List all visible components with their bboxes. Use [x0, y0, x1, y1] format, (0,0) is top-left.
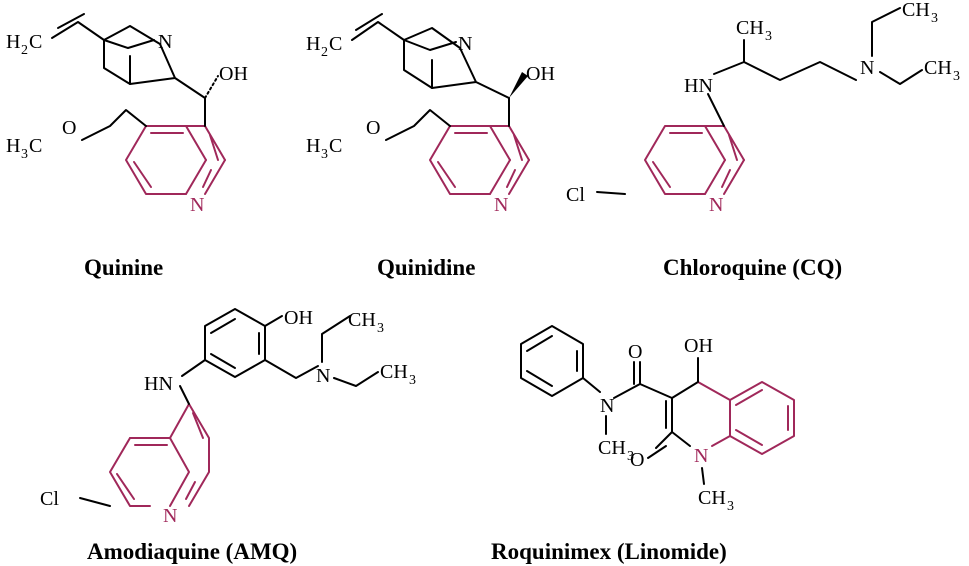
quinidine-methyl-sub: 3 [321, 147, 328, 162]
quinine-vinyl-sub: 2 [21, 43, 28, 58]
chloroquine-cl-atom: Cl [566, 184, 585, 206]
chloroquine-hn-label: HN [684, 75, 713, 97]
roquinimex-quinoline-core [697, 381, 795, 455]
quinine-quinuclidine-n: N [158, 31, 172, 53]
compound-name-roquinimex: Roquinimex (Linomide) [491, 539, 727, 564]
chloroquine-quinoline-core [644, 125, 745, 195]
chloroquine-ethyl2-ch: CH [924, 57, 952, 79]
roquinimex-oh-label: OH [684, 335, 713, 357]
amodiaquine-oh-label: OH [284, 307, 313, 329]
amodiaquine-n-atom: N [163, 505, 177, 527]
amodiaquine-cl-atom: Cl [40, 488, 59, 510]
quinine-methyl-h: H [6, 135, 20, 157]
quinidine-methyl-h: H [306, 135, 320, 157]
chloroquine-ethyl1-ch: CH [902, 0, 930, 21]
roquinimex-structure: N CH 3 O OH O N CH 3 [520, 325, 795, 514]
roquinimex-ring-nme-ch: CH [698, 487, 726, 509]
quinine-oh-label: OH [219, 63, 248, 85]
quinidine-vinyl-c: C [329, 33, 342, 55]
roquinimex-ring-nme-sub: 3 [727, 499, 734, 514]
amodiaquine-structure: N Cl HN OH N CH 3 CH 3 [40, 307, 416, 527]
quinidine-structure: N O H 3 C OH N H 2 C [306, 13, 555, 216]
amodiaquine-ethyl1-ch: CH [348, 309, 376, 331]
chloroquine-amine-n: N [860, 57, 874, 79]
compound-name-quinidine: Quinidine [377, 255, 475, 280]
quinine-n-atom: N [190, 194, 204, 216]
roquinimex-lactam-o: O [630, 449, 644, 471]
quinidine-quinuclidine-n: N [458, 33, 472, 55]
quinidine-quinoline-core [429, 125, 530, 195]
compound-name-quinine: Quinine [84, 255, 163, 280]
quinidine-oh-label: OH [526, 63, 555, 85]
quinine-quinoline-core [125, 125, 226, 195]
amodiaquine-amine-n: N [316, 365, 330, 387]
amodiaquine-quinoline-core [109, 403, 210, 507]
chloroquine-ethyl1-sub: 3 [931, 11, 938, 26]
compound-name-chloroquine: Chloroquine (CQ) [663, 255, 842, 280]
chloroquine-structure: N Cl HN CH 3 N CH 3 CH 3 [566, 0, 960, 216]
quinidine-methyl-c: C [329, 135, 342, 157]
chloroquine-ch3-top-ch: CH [736, 17, 764, 39]
quinidine-vinyl-h: H [306, 33, 320, 55]
quinine-vinyl-h: H [6, 31, 20, 53]
amodiaquine-ethyl2-sub: 3 [409, 373, 416, 388]
roquinimex-amide-n: N [600, 395, 614, 417]
roquinimex-nme-sub: 3 [627, 449, 634, 464]
roquinimex-carbonyl-o: O [628, 341, 642, 363]
roquinimex-nme-ch: CH [598, 437, 626, 459]
chloroquine-n-atom: N [709, 194, 723, 216]
compound-name-amodiaquine: Amodiaquine (AMQ) [87, 539, 297, 564]
amodiaquine-ethyl2-ch: CH [380, 361, 408, 383]
quinine-structure: N O H 3 C OH N H 2 C [6, 13, 248, 216]
roquinimex-ring-n: N [694, 445, 708, 467]
chloroquine-ch3-top-sub: 3 [765, 29, 772, 44]
quinidine-vinyl-sub: 2 [321, 45, 328, 60]
quinine-vinyl-c: C [29, 31, 42, 53]
quinine-methyl-sub: 3 [21, 147, 28, 162]
quinine-o-atom: O [62, 117, 76, 139]
quinidine-n-atom: N [494, 194, 508, 216]
quinidine-o-atom: O [366, 117, 380, 139]
quinine-methyl-c: C [29, 135, 42, 157]
chloroquine-ethyl2-sub: 3 [953, 69, 960, 84]
amodiaquine-hn-label: HN [144, 373, 173, 395]
amodiaquine-ethyl1-sub: 3 [377, 321, 384, 336]
